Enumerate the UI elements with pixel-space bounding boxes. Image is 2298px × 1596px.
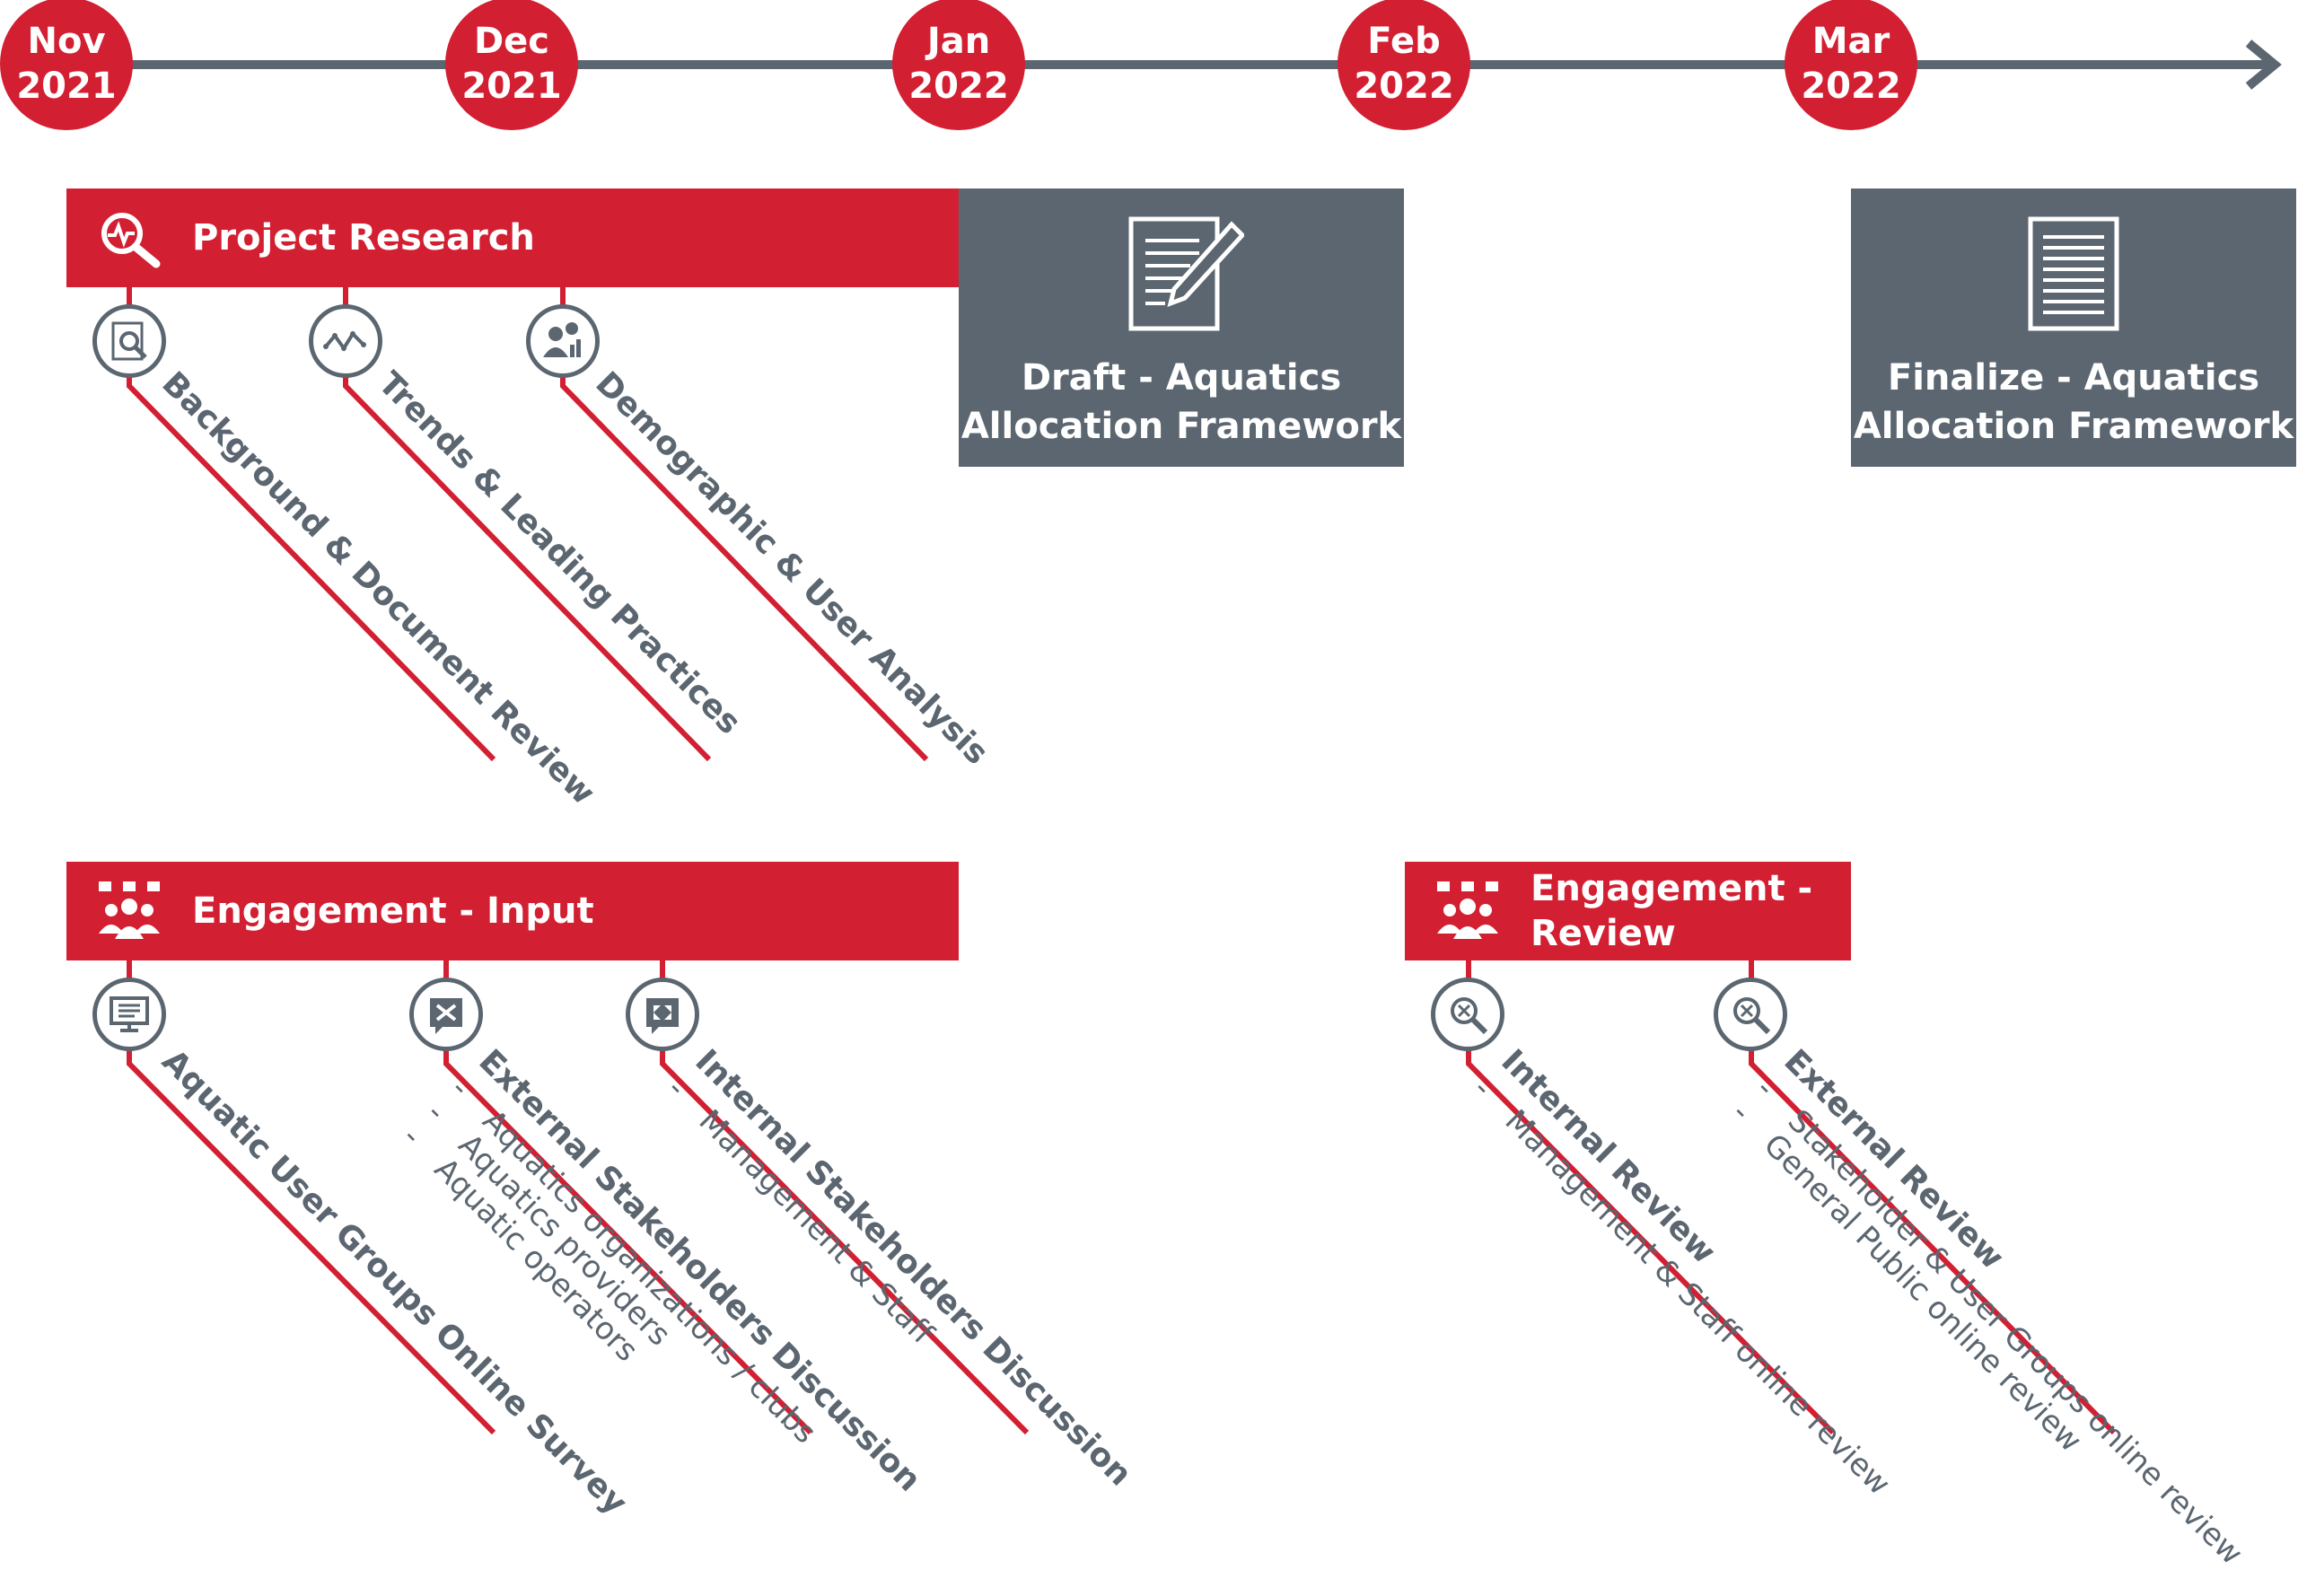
internal-discussion-icon-badge — [626, 978, 699, 1051]
internal-discussion-icon — [646, 998, 679, 1034]
month-label: Nov — [27, 21, 106, 62]
month-label: Jan — [926, 21, 991, 62]
month-label: Dec — [473, 21, 550, 62]
draft-title-line1: Draft - Aquatics — [1021, 357, 1342, 399]
review-magnifier-icon — [1451, 997, 1488, 1035]
timeline-arrow-head — [2245, 39, 2282, 90]
year-label: 2022 — [1354, 66, 1454, 107]
review-magnifier-icon — [1733, 997, 1771, 1035]
phase-title-line1: Engagement - — [1531, 868, 1813, 909]
people-chart-icon — [543, 322, 581, 357]
project-research-bar: Project Research — [66, 189, 959, 287]
year-label: 2022 — [1801, 66, 1901, 107]
month-marker-feb-2022: Feb 2022 — [1338, 0, 1470, 130]
document-pen-icon — [1128, 216, 1244, 331]
external-discussion-icon — [430, 998, 462, 1034]
finalize-title-line2: Allocation Framework — [1853, 406, 2294, 447]
phase-title: Engagement - Input — [192, 890, 594, 932]
engagement-input-bar: Engagement - Input — [66, 862, 959, 960]
document-search-icon — [111, 321, 147, 361]
document-icon — [2028, 216, 2119, 331]
month-label: Feb — [1367, 21, 1441, 62]
monitor-checklist-icon — [110, 996, 149, 1032]
research-magnifier-icon — [101, 213, 161, 268]
month-marker-nov-2021: Nov 2021 — [0, 0, 133, 130]
month-marker-mar-2022: Mar 2022 — [1785, 0, 1917, 130]
trend-line-icon-badge — [309, 304, 382, 378]
monitor-checklist-icon-badge — [92, 978, 166, 1051]
phase-title-line2: Review — [1531, 913, 1676, 954]
finalize-framework-box: Finalize - Aquatics Allocation Framework — [1851, 189, 2296, 467]
year-label: 2021 — [16, 66, 117, 107]
document-search-icon-badge — [92, 304, 166, 378]
phase-title: Project Research — [192, 217, 535, 259]
group-people-icon — [1437, 881, 1498, 939]
year-label: 2022 — [908, 66, 1009, 107]
month-marker-jan-2022: Jan 2022 — [892, 0, 1025, 130]
draft-framework-box: Draft - Aquatics Allocation Framework — [959, 189, 1404, 467]
year-label: 2021 — [461, 66, 562, 107]
external-discussion-icon-badge — [409, 978, 483, 1051]
month-marker-dec-2021: Dec 2021 — [445, 0, 578, 130]
people-chart-icon-badge — [526, 304, 600, 378]
trend-line-icon — [323, 330, 366, 352]
engagement-review-bar: Engagement - Review — [1405, 862, 1851, 960]
draft-title-line2: Allocation Framework — [960, 406, 1402, 447]
month-label: Mar — [1811, 21, 1890, 62]
review-magnifier-icon-badge — [1431, 978, 1504, 1051]
finalize-title-line1: Finalize - Aquatics — [1887, 357, 2260, 399]
review-magnifier-icon-badge — [1714, 978, 1787, 1051]
group-people-icon — [99, 881, 160, 939]
